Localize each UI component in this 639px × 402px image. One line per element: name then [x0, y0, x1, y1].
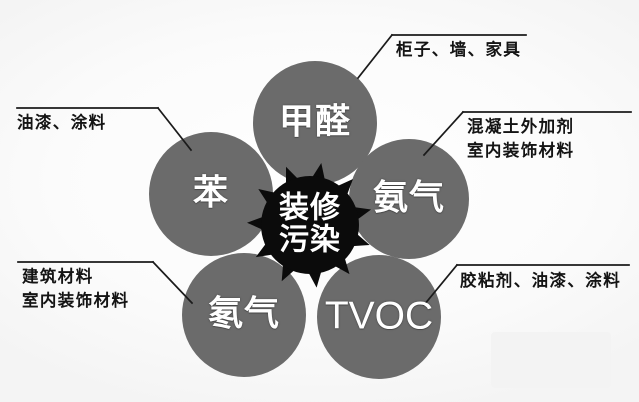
callout-leader-concrete-admixture-interior	[422, 110, 465, 157]
node-circle-formaldehyde[interactable]	[253, 61, 377, 185]
callout-line: 室内装饰材料	[467, 141, 575, 160]
callout-label-cabinet-wall-furniture: 柜子、墙、家具	[396, 39, 521, 63]
callout-line: 室内装饰材料	[22, 291, 130, 310]
callout-line: 混凝土外加剂	[467, 118, 575, 136]
callout-leader-cabinet-wall-furniture	[356, 33, 394, 80]
node-circle-benzene[interactable]	[149, 132, 273, 256]
callout-label-building-material-interior: 建筑材料室内装饰材料	[22, 266, 129, 314]
callout-line: 胶粘剂、油漆、涂料	[460, 272, 622, 290]
callout-label-paint-coating: 油漆、涂料	[17, 112, 107, 136]
starburst-core[interactable]	[261, 176, 359, 274]
center-starburst	[247, 163, 372, 288]
node-circles	[149, 61, 469, 379]
node-circle-tvoc[interactable]	[317, 255, 441, 379]
callout-leader-building-material-interior	[151, 260, 194, 305]
callout-leader-paint-coating	[156, 106, 193, 152]
callout-label-adhesive-paint-coating: 胶粘剂、油漆、涂料	[460, 270, 621, 294]
callout-label-concrete-admixture-interior: 混凝土外加剂室内装饰材料	[467, 116, 574, 164]
node-circle-ammonia[interactable]	[349, 139, 469, 259]
callout-line: 建筑材料	[22, 268, 94, 286]
callout-line: 油漆、涂料	[17, 114, 107, 132]
callout-leader-lines	[16, 33, 632, 307]
callout-line: 柜子、墙、家具	[396, 41, 522, 59]
callout-leader-adhesive-paint-coating	[422, 263, 459, 307]
node-circle-radon[interactable]	[182, 253, 306, 377]
